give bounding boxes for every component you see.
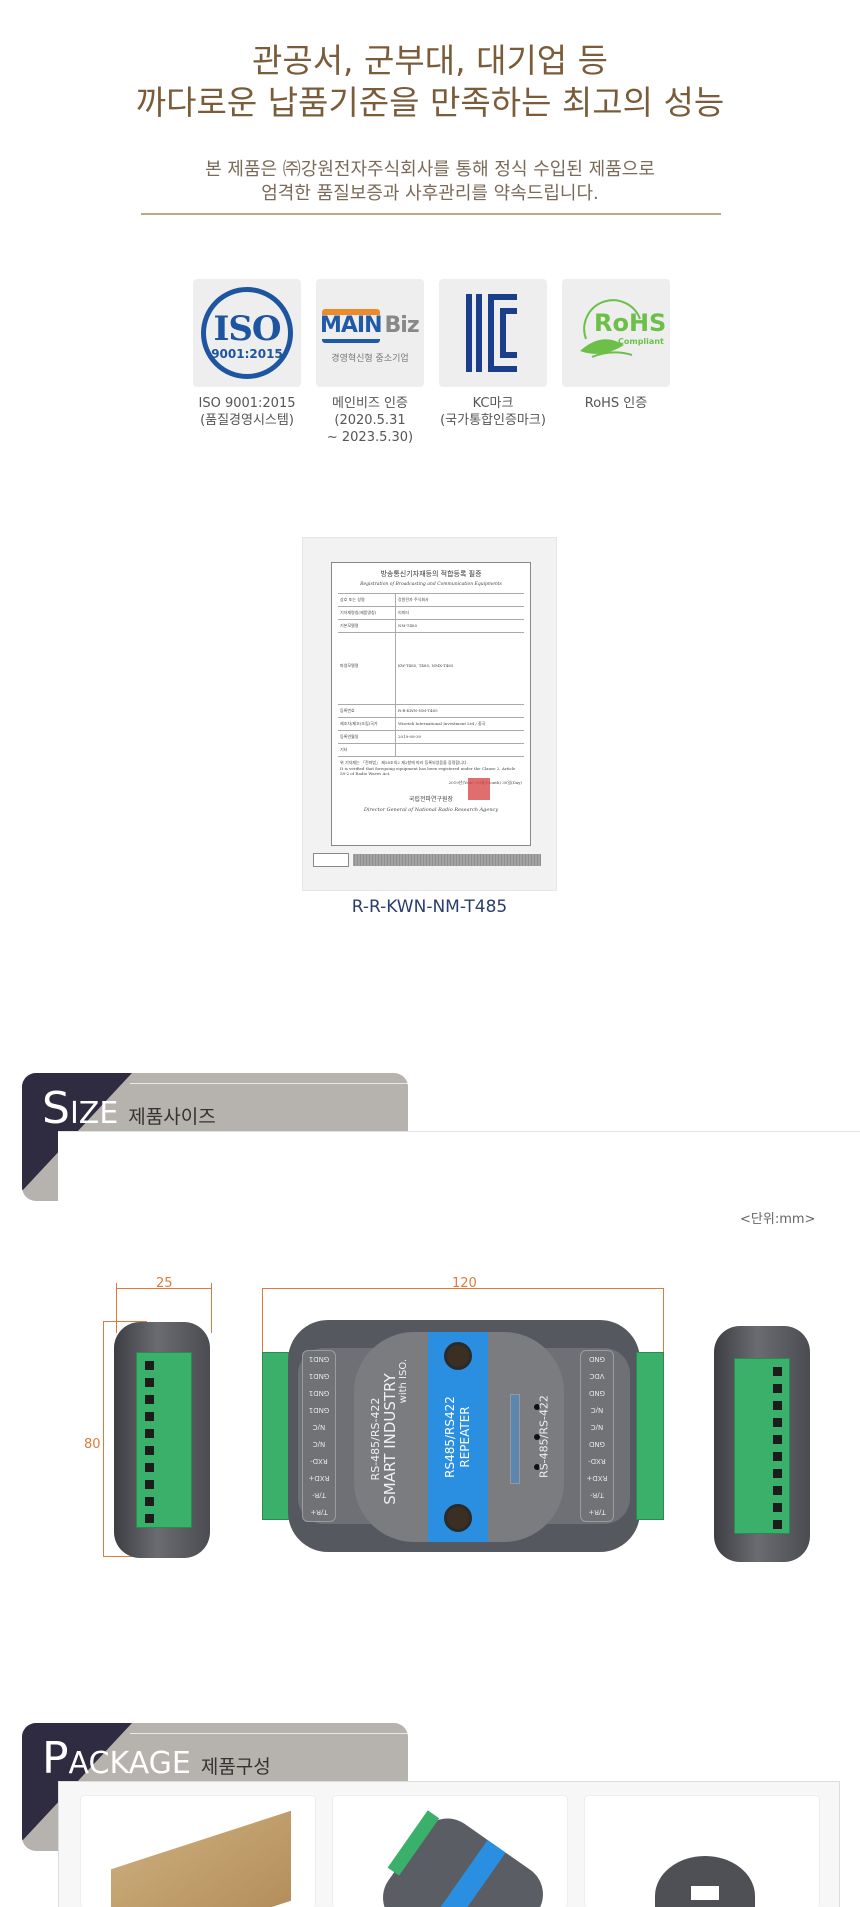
terminal-label: N/C — [590, 1423, 604, 1432]
terminal-label: RXD+ — [308, 1474, 330, 1483]
package-item-device — [332, 1795, 568, 1907]
terminal-label: N/C — [590, 1406, 604, 1415]
terminal-block — [734, 1358, 790, 1534]
device-side-view-right — [714, 1326, 810, 1562]
package-item-box — [80, 1795, 316, 1907]
din-rail-clip-icon — [655, 1856, 755, 1907]
terminal-label: GND1 — [308, 1372, 330, 1381]
cert-iso: ISO 9001:2015 ISO 9001:2015 (품질경영시스템) — [193, 279, 301, 429]
terminal-label: GND1 — [308, 1389, 330, 1398]
terminal-label: T/R- — [590, 1491, 604, 1500]
official-seal — [468, 778, 490, 800]
terminal-block — [136, 1352, 192, 1528]
dimension-width-label: 120 — [452, 1276, 477, 1291]
brand-text: RS-485/RS-422 SMART INDUSTRY with ISO. — [369, 1359, 409, 1505]
iso-logo-icon: ISO 9001:2015 — [193, 279, 301, 387]
box-icon — [111, 1810, 291, 1907]
right-terminal-labels: T/R+ T/R- RXD+ RXD- GND N/C N/C GND VDC GND — [580, 1350, 614, 1522]
cert-caption: RoHS 인증 — [584, 396, 648, 411]
cert-row: 기자재명칭(제품명칭)리피터 — [338, 606, 524, 619]
cert-caption: ~ 2023.5.30) — [326, 430, 414, 445]
cert-caption: ISO 9001:2015 — [198, 396, 296, 411]
terminal-block-left — [262, 1352, 290, 1520]
led-icon — [534, 1404, 540, 1410]
cert-rohs: RoHS Compliant RoHS 인증 — [562, 279, 670, 412]
subtext-line-1: 본 제품은 ㈜강원전자주식회사를 통해 정식 수입된 제품으로 — [205, 159, 655, 180]
cert-caption: 메인비즈 인증 — [332, 396, 408, 411]
cert-row: 기타 — [338, 743, 524, 756]
headline-line-2: 까다로운 납품기준을 만족하는 최고의 성능 — [135, 83, 725, 122]
cert-caption: (2020.5.31 — [334, 413, 406, 428]
subtext-line-2: 엄격한 품질보증과 사후관리를 약속드립니다. — [261, 183, 599, 204]
terminal-label: RXD- — [588, 1457, 606, 1466]
rohs-logo-icon: RoHS Compliant — [562, 279, 670, 387]
terminal-label: RXD+ — [586, 1474, 608, 1483]
device-icon — [371, 1806, 555, 1907]
terminal-block-right — [636, 1352, 664, 1520]
led-indicator-windows — [510, 1394, 520, 1484]
headline-line-1: 관공서, 군부대, 대기업 등 — [251, 41, 609, 80]
package-item-din-clip — [584, 1795, 820, 1907]
header-divider — [141, 213, 721, 215]
screw-icon — [444, 1342, 472, 1370]
terminal-label: GND — [588, 1355, 606, 1364]
cert-caption: (품질경영시스템) — [200, 413, 294, 428]
terminal-label: GND — [588, 1440, 606, 1449]
barcode-strip — [353, 854, 541, 866]
unit-label: <단위:mm> — [740, 1212, 816, 1227]
terminal-label: GND — [588, 1389, 606, 1398]
dimension-depth-label: 25 — [156, 1276, 173, 1291]
terminal-label: T/R+ — [588, 1508, 606, 1517]
terminal-label: N/C — [312, 1440, 326, 1449]
terminal-label: RXD- — [310, 1457, 328, 1466]
screw-icon — [444, 1504, 472, 1532]
dimension-height-label: 80 — [84, 1437, 101, 1452]
registration-certificate-image: 방송통신기자재등의 적합등록 필증 Registration of Broadc… — [302, 537, 557, 891]
cert-kc: KC마크 (국가통합인증마크) — [439, 279, 547, 429]
led-icon — [534, 1464, 540, 1470]
certificate-paper: 방송통신기자재등의 적합등록 필증 Registration of Broadc… — [331, 562, 531, 846]
kc-mark-icon — [439, 279, 547, 387]
terminal-label: N/C — [312, 1423, 326, 1432]
terminal-label: GND1 — [308, 1406, 330, 1415]
led-icon — [534, 1434, 540, 1440]
terminal-label: VDC — [589, 1372, 605, 1381]
registration-number: R-R-KWN-NM-T485 — [351, 897, 508, 917]
size-panel — [58, 1131, 860, 1241]
terminal-label: GND1 — [308, 1355, 330, 1364]
terminal-label: T/R+ — [310, 1508, 328, 1517]
cert-caption: (국가통합인증마크) — [440, 413, 546, 428]
cert-caption: KC마크 — [472, 396, 514, 411]
device-side-view-left — [114, 1322, 210, 1558]
terminal-label: T/R- — [312, 1491, 326, 1500]
